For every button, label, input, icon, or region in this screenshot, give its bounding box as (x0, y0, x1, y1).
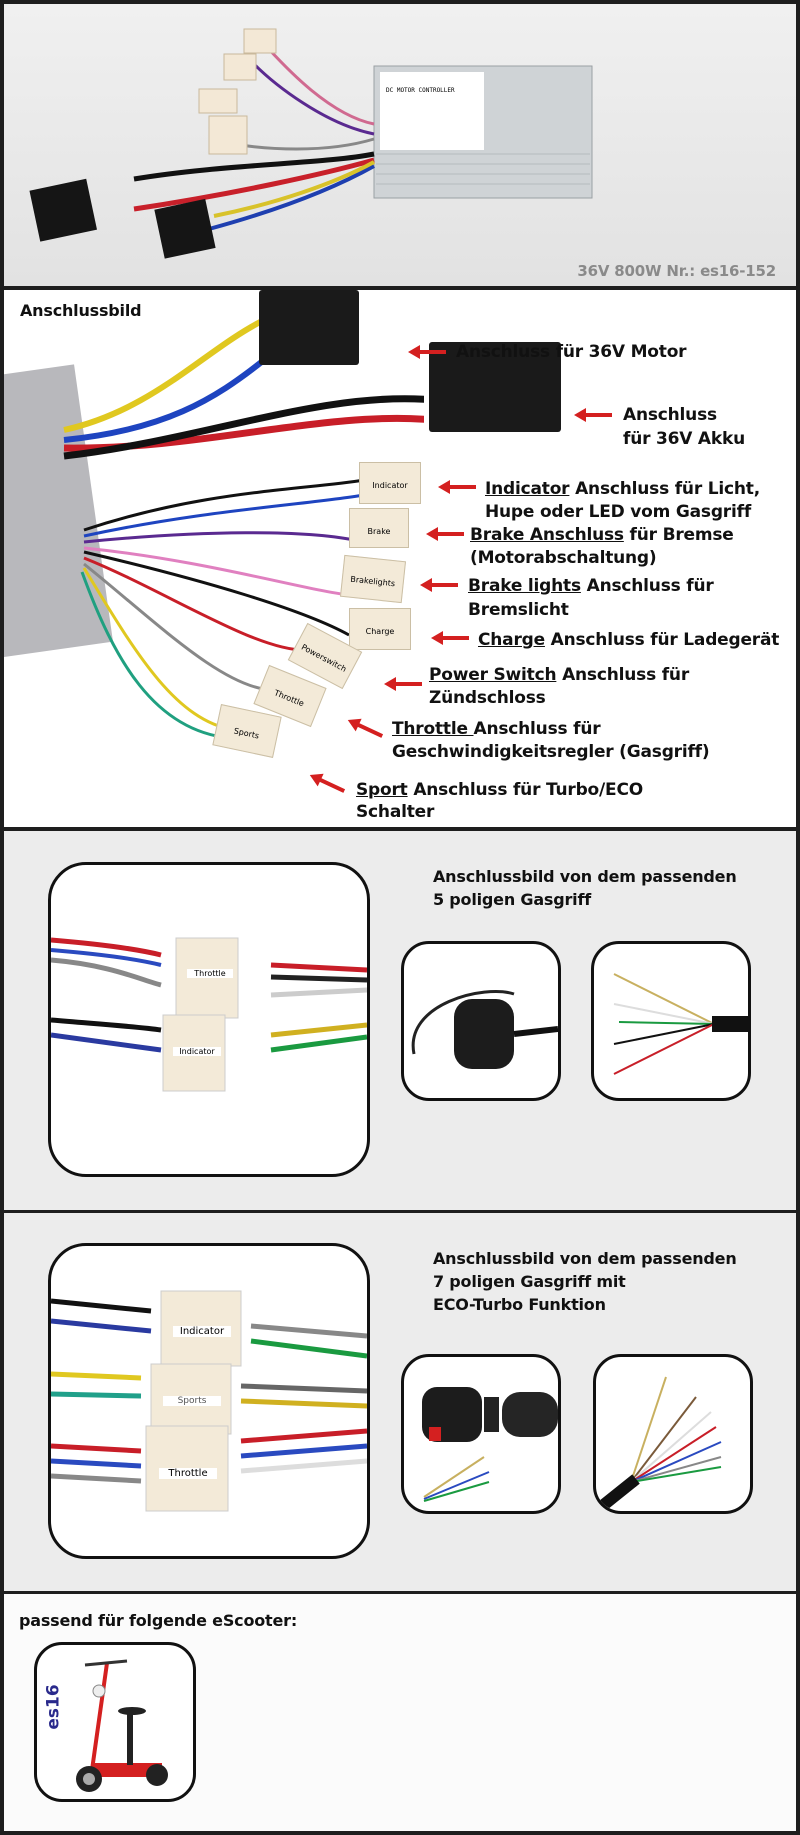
tag-throttle: Throttle (159, 1468, 217, 1479)
connector-tag-charge: Charge (349, 608, 411, 650)
hero-section: DC MOTOR CONTROLLER 36V 800W Nr.: es16-1… (4, 4, 796, 286)
label-battery-2: für 36V Akku (623, 429, 746, 449)
label-key: Brake lights (468, 576, 581, 596)
tag-sports: Sports (163, 1396, 221, 1406)
connector-motor (259, 290, 359, 365)
controller-photo: DC MOTOR CONTROLLER (29, 28, 593, 259)
label-throttle-2: Geschwindigkeitsregler (Gasgriff) (392, 742, 710, 762)
throttle7-title-1: Anschlussbild von dem passenden (433, 1249, 737, 1268)
tag-indicator: Indicator (173, 1047, 221, 1056)
label-text: Anschluss für (473, 719, 601, 739)
label-text: Anschluss für (580, 576, 714, 596)
label-brakelights: Brake lights Anschluss für (468, 575, 714, 598)
label-charge: Charge Anschluss für Ladegerät (478, 629, 779, 652)
label-powerswitch-2: Zündschloss (429, 688, 546, 708)
label-battery-1: Anschluss (623, 405, 717, 425)
throttle-wires-photo (591, 941, 751, 1101)
label-sport-2: Schalter (356, 802, 435, 822)
label-powerswitch: Power Switch Anschluss für (429, 664, 689, 687)
label-brakelights-2: Bremslicht (468, 600, 569, 620)
connector-tag-indicator: Indicator (359, 462, 421, 504)
scooter-image (76, 1659, 168, 1792)
label-text: Anschluss für Licht, (569, 479, 760, 499)
tag-indicator: Indicator (173, 1326, 231, 1337)
arrow-icon (309, 773, 346, 793)
label-key: Indicator (485, 479, 570, 499)
throttle5-title-1: Anschlussbild von dem passenden (433, 867, 737, 886)
label-text: Anschluss für (556, 665, 690, 685)
label-indicator-2: Hupe oder LED vom Gasgriff (485, 502, 752, 522)
throttle-7pin-section: Indicator Sports Throttle Anschlussbild … (4, 1213, 796, 1591)
wiring-title: Anschlussbild (20, 301, 142, 320)
label-indicator: Indicator Anschluss für Licht, (485, 478, 760, 501)
connector-tag-brake: Brake (349, 508, 409, 548)
arrow-icon (426, 527, 464, 541)
tag-throttle: Throttle (187, 969, 233, 978)
label-key: Throttle (392, 719, 474, 739)
throttle7-title-2: 7 poligen Gasgriff mit (433, 1272, 626, 1291)
throttle-5pin-section: Throttle Indicator Anschlussbild von dem… (4, 831, 796, 1210)
label-key: Power Switch (429, 665, 557, 685)
product-label: 36V 800W Nr.: es16-152 (577, 262, 776, 280)
label-key: Sport (356, 780, 408, 800)
label-key: Brake Anschluss (470, 525, 624, 545)
arrow-icon (408, 345, 446, 359)
wiring-section: Anschlussbild Indicator Brake Brakelight… (4, 290, 796, 827)
eco-turbo-wires-photo (593, 1354, 753, 1514)
model-name-es16: es16 (43, 1684, 64, 1730)
label-text: Anschluss für Ladegerät (544, 630, 780, 650)
label-throttle: Throttle Anschluss für (392, 718, 601, 741)
throttle5-title-2: 5 poligen Gasgriff (433, 890, 591, 909)
arrow-icon (420, 578, 458, 592)
arrow-icon (438, 480, 476, 494)
controller-wiring-photo (4, 290, 424, 740)
scooter-card-es16[interactable]: es16 (34, 1642, 196, 1802)
throttle7-title-3: ECO-Turbo Funktion (433, 1295, 606, 1314)
throttle-grip-photo (401, 941, 561, 1101)
connector-tag-brakelights: Brakelights (339, 554, 407, 604)
arrow-icon (347, 718, 384, 738)
label-text: Anschluss für Turbo/ECO (407, 780, 643, 800)
label-text: für Bremse (623, 525, 734, 545)
arrow-icon (384, 677, 422, 691)
compat-title: passend für folgende eScooter: (19, 1611, 298, 1630)
svg-text:DC MOTOR CONTROLLER: DC MOTOR CONTROLLER (386, 87, 455, 94)
label-brake-2: (Motorabschaltung) (470, 548, 657, 568)
label-motor: Anschluss für 36V Motor (456, 342, 687, 362)
compatibility-section: passend für folgende eScooter: es16 (4, 1594, 796, 1831)
arrow-icon (574, 408, 612, 422)
label-brake: Brake Anschluss für Bremse (470, 524, 734, 547)
arrow-icon (431, 631, 469, 645)
label-sport: Sport Anschluss für Turbo/ECO (356, 779, 643, 802)
eco-turbo-grip-photo (401, 1354, 561, 1514)
label-key: Charge (478, 630, 545, 650)
connector-battery (429, 342, 561, 432)
connector-photo-7pin: Indicator Sports Throttle (48, 1243, 370, 1559)
connector-photo-5pin: Throttle Indicator (48, 862, 370, 1177)
